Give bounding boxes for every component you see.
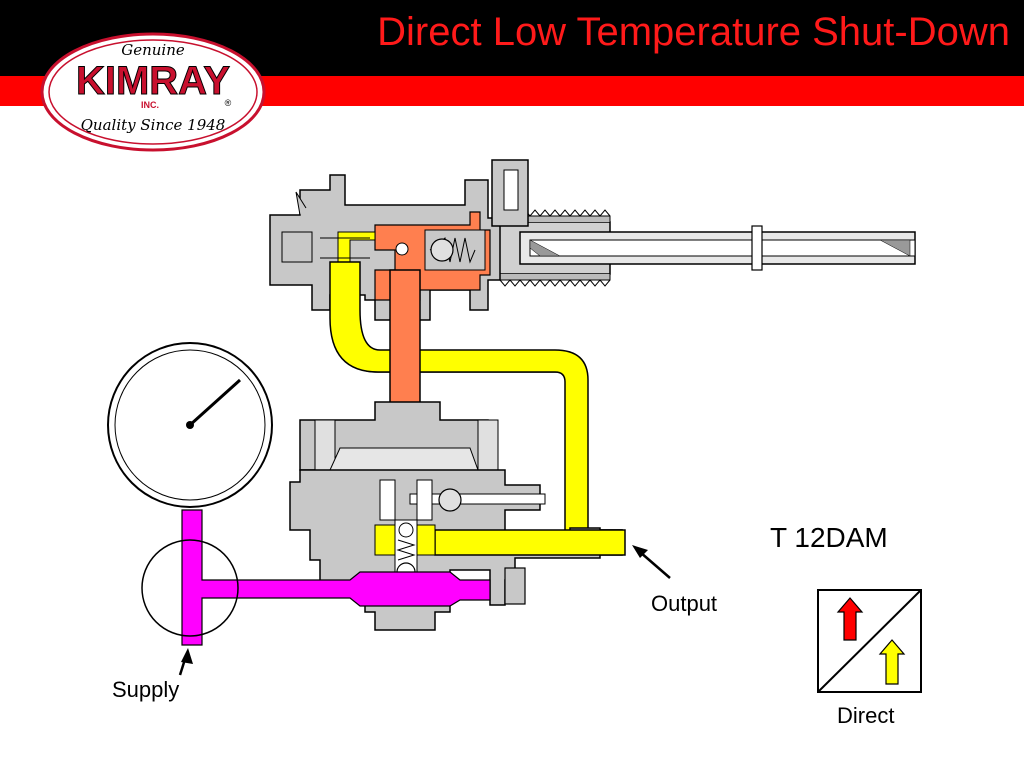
red-up-arrow — [836, 597, 864, 641]
model-label: T 12DAM — [770, 522, 888, 553]
logo-registered-mark: ® — [225, 98, 232, 108]
pressure-gauge — [107, 342, 273, 508]
gauge-needle — [188, 378, 242, 427]
supply-label: Supply — [112, 677, 180, 702]
logo-tagline-text: Quality Since 1948 — [81, 116, 226, 134]
output-callout-arrow — [632, 545, 671, 579]
kimray-logo: Genuine KIMRAY INC. ® Quality Since 1948 — [40, 32, 266, 152]
action-label: Direct — [837, 703, 895, 728]
logo-inc-text: INC. — [141, 100, 159, 110]
action-indicator — [817, 589, 922, 693]
slide-title: Direct Low Temperature Shut-Down — [377, 10, 1010, 54]
yellow-up-arrow — [878, 639, 906, 685]
gauge-pivot — [186, 421, 194, 429]
supply-line — [141, 509, 491, 646]
logo-brand-text: KIMRAY — [76, 59, 230, 103]
thermowell-probe — [489, 209, 916, 287]
output-label: Output — [651, 591, 718, 616]
logo-genuine-text: Genuine — [121, 41, 185, 59]
supply-callout-arrow — [178, 648, 193, 676]
